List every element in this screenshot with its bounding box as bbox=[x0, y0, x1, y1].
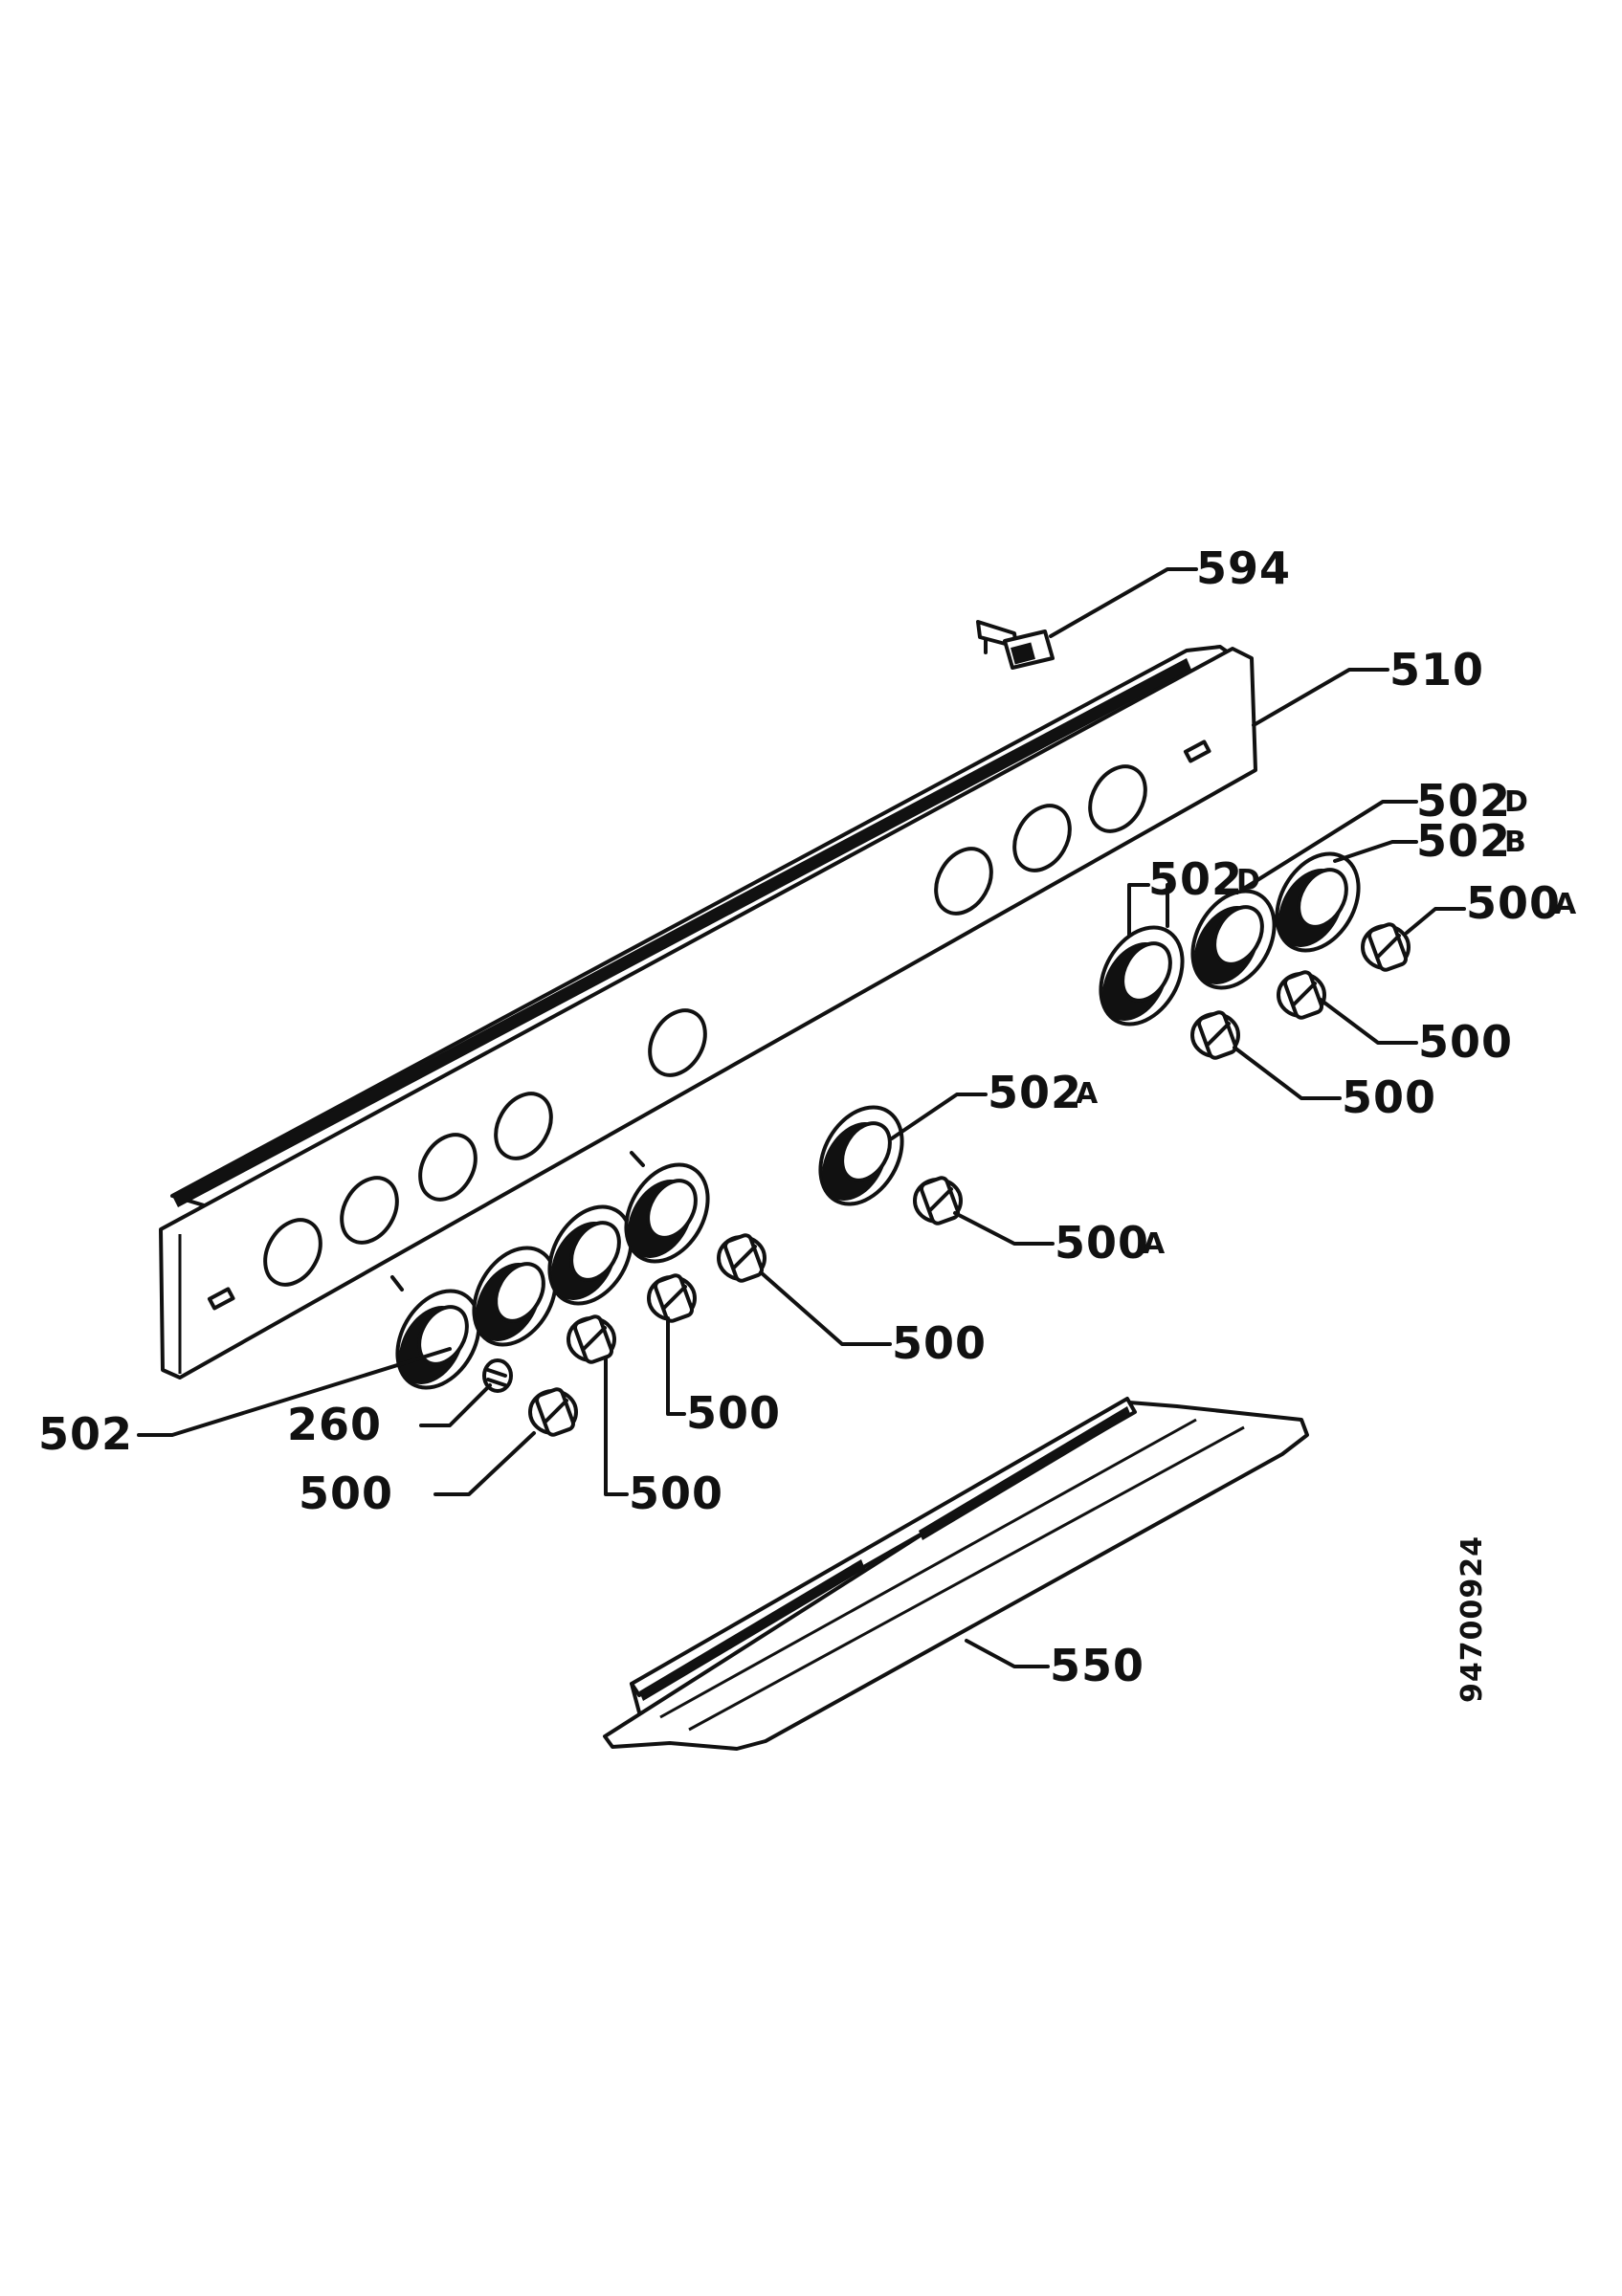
label-502a-sub: A bbox=[1076, 1077, 1099, 1111]
label-502d-right: 502 bbox=[1416, 775, 1511, 827]
bezel-502b bbox=[1275, 851, 1361, 953]
bezel-502d-left bbox=[1099, 925, 1185, 1027]
label-502d-right-sub: D bbox=[1504, 785, 1529, 819]
label-500-m1: 500 bbox=[892, 1317, 987, 1369]
knob-500-m4 bbox=[528, 1387, 578, 1437]
trim-strip-550 bbox=[603, 1397, 1309, 1751]
label-500a-right-sub: A bbox=[1554, 888, 1577, 921]
label-510: 510 bbox=[1389, 644, 1484, 695]
leader-lines bbox=[137, 567, 1466, 1668]
label-260: 260 bbox=[287, 1399, 382, 1450]
label-500a-mid-sub: A bbox=[1143, 1227, 1166, 1261]
label-500-r2: 500 bbox=[1342, 1071, 1436, 1123]
part-labels: 594 510 502 D 502 D 502 B 500 A 500 500 … bbox=[38, 542, 1577, 1703]
label-502b-sub: B bbox=[1504, 826, 1527, 859]
label-502: 502 bbox=[38, 1408, 133, 1460]
label-594: 594 bbox=[1196, 542, 1291, 594]
knob-500-m2 bbox=[647, 1273, 697, 1323]
label-500-m3: 500 bbox=[629, 1468, 723, 1519]
label-500a-mid: 500 bbox=[1055, 1217, 1149, 1269]
label-502d-left: 502 bbox=[1148, 853, 1243, 905]
knob-500-r2 bbox=[1190, 1010, 1240, 1060]
knob-500a-mid bbox=[913, 1176, 963, 1225]
bezel-502-1 bbox=[395, 1289, 481, 1390]
label-550: 550 bbox=[1050, 1640, 1144, 1691]
spring-260 bbox=[482, 1358, 513, 1393]
knob-500-m3 bbox=[567, 1314, 616, 1364]
knob-500a-right bbox=[1361, 922, 1411, 972]
bezel-502d-right bbox=[1190, 889, 1277, 990]
bezel-502-4 bbox=[624, 1162, 710, 1264]
control-panel-510 bbox=[159, 645, 1257, 1380]
drawing-number: 94700924 bbox=[1455, 1535, 1489, 1703]
label-502b: 502 bbox=[1416, 815, 1511, 867]
bezel-502a bbox=[818, 1105, 904, 1206]
bezel-502-3 bbox=[547, 1204, 633, 1306]
label-500-r1: 500 bbox=[1418, 1016, 1513, 1068]
label-502a: 502 bbox=[988, 1067, 1082, 1118]
knob-500-m1 bbox=[717, 1233, 767, 1283]
bracket-594 bbox=[976, 620, 1055, 670]
label-500a-right: 500 bbox=[1466, 877, 1561, 929]
label-500-m4: 500 bbox=[299, 1468, 393, 1519]
knob-500-r1 bbox=[1277, 970, 1326, 1020]
label-500-m2: 500 bbox=[686, 1387, 781, 1439]
label-502d-left-sub: D bbox=[1236, 864, 1261, 897]
bezel-502-2 bbox=[472, 1246, 558, 1347]
